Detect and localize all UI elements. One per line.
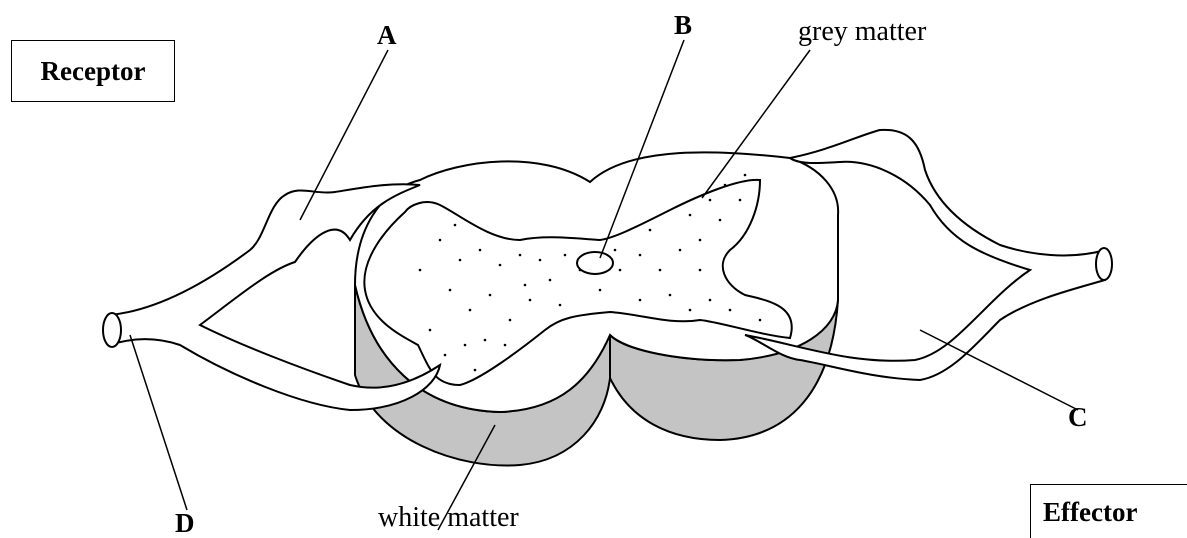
label-c: C — [1068, 404, 1088, 431]
label-b: B — [674, 12, 692, 39]
receptor-label: Receptor — [41, 58, 146, 85]
left-nerve-end — [103, 313, 121, 347]
effector-box: Effector — [1030, 484, 1187, 538]
label-d: D — [175, 510, 195, 537]
effector-label: Effector — [1043, 499, 1137, 526]
right-nerve-end — [1096, 248, 1112, 280]
grey-matter-label: grey matter — [798, 18, 926, 46]
label-a: A — [377, 22, 397, 49]
white-matter-label: white matter — [378, 504, 519, 532]
central-canal — [577, 252, 613, 274]
leader-line-d — [130, 335, 187, 510]
receptor-box: Receptor — [11, 40, 175, 102]
